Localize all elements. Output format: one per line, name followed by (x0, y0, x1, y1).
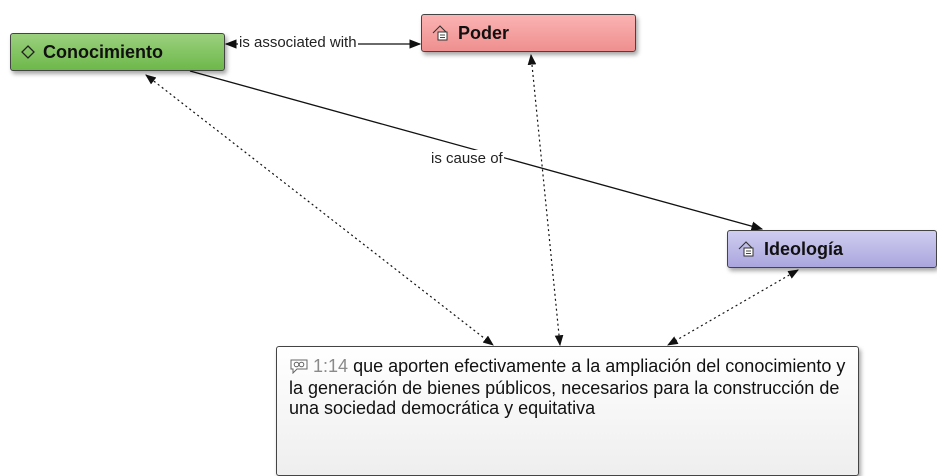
node-label: Poder (458, 22, 510, 43)
edge-label-associated-with: is associated with (238, 34, 358, 51)
diamond-icon (21, 45, 35, 59)
quotation-ref: 1:14 (313, 356, 349, 376)
quotation-icon (289, 358, 309, 378)
node-label: Ideología (764, 238, 844, 259)
edge-dotted-ideologia-quote[interactable] (667, 269, 799, 346)
edge-label-cause-of: is cause of (430, 150, 504, 167)
code-group-icon (432, 25, 450, 41)
node-label: Conocimiento (43, 41, 163, 62)
edge-dotted-poder-quote[interactable] (527, 53, 564, 347)
node-quotation[interactable]: 1:14 que aporten efectivamente a la ampl… (276, 346, 859, 476)
node-poder[interactable]: Poder (421, 14, 636, 52)
quotation-text-block: 1:14 que aporten efectivamente a la ampl… (289, 356, 846, 418)
quotation-text: que aporten efectivamente a la ampliació… (289, 356, 846, 418)
code-group-icon (738, 241, 756, 257)
node-ideologia[interactable]: Ideología (727, 230, 937, 268)
node-conocimiento[interactable]: Conocimiento (10, 33, 225, 71)
edge-dotted-conocimiento-quote[interactable] (145, 74, 494, 346)
